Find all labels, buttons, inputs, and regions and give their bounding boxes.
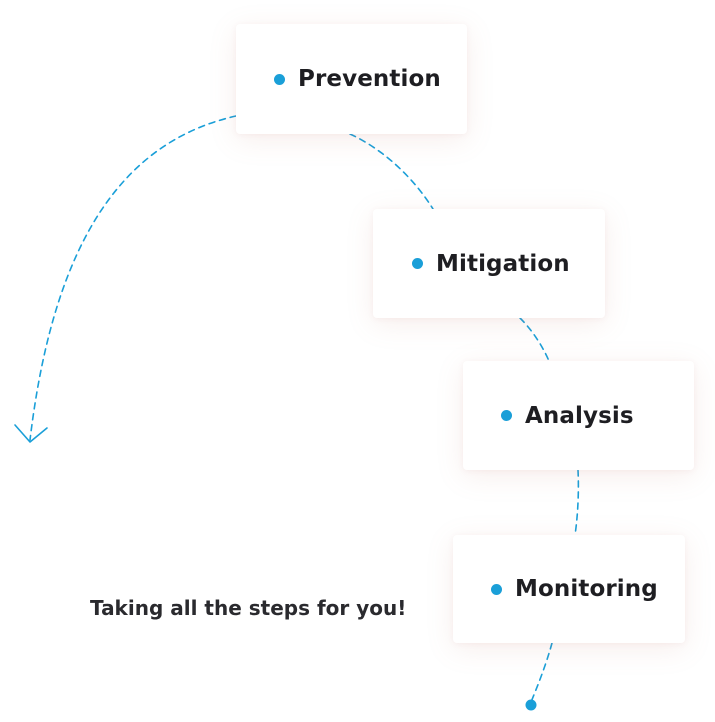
dot-icon: [491, 583, 502, 595]
step-label-monitoring: Monitoring: [515, 576, 658, 602]
dot-icon: [412, 258, 423, 269]
step-label-analysis: Analysis: [525, 402, 634, 429]
step-card-mitigation: Mitigation: [373, 209, 605, 318]
connector-analysis-monitoring: [574, 469, 580, 536]
dot-icon: [274, 73, 285, 85]
end-dot-icon: [525, 699, 537, 711]
tagline: Taking all the steps for you!: [90, 596, 407, 620]
step-card-monitoring: Monitoring: [453, 535, 685, 643]
arrowhead-icon: [14, 424, 48, 443]
connector-monitoring-end: [530, 642, 553, 703]
connector-prevention-mitigation: [349, 133, 434, 210]
return-arrow-path: [29, 115, 237, 441]
step-card-prevention: Prevention: [236, 24, 467, 134]
dot-icon: [501, 410, 512, 421]
step-label-prevention: Prevention: [298, 66, 441, 92]
step-card-analysis: Analysis: [463, 361, 694, 470]
connector-mitigation-analysis: [519, 317, 550, 362]
step-label-mitigation: Mitigation: [436, 250, 570, 277]
